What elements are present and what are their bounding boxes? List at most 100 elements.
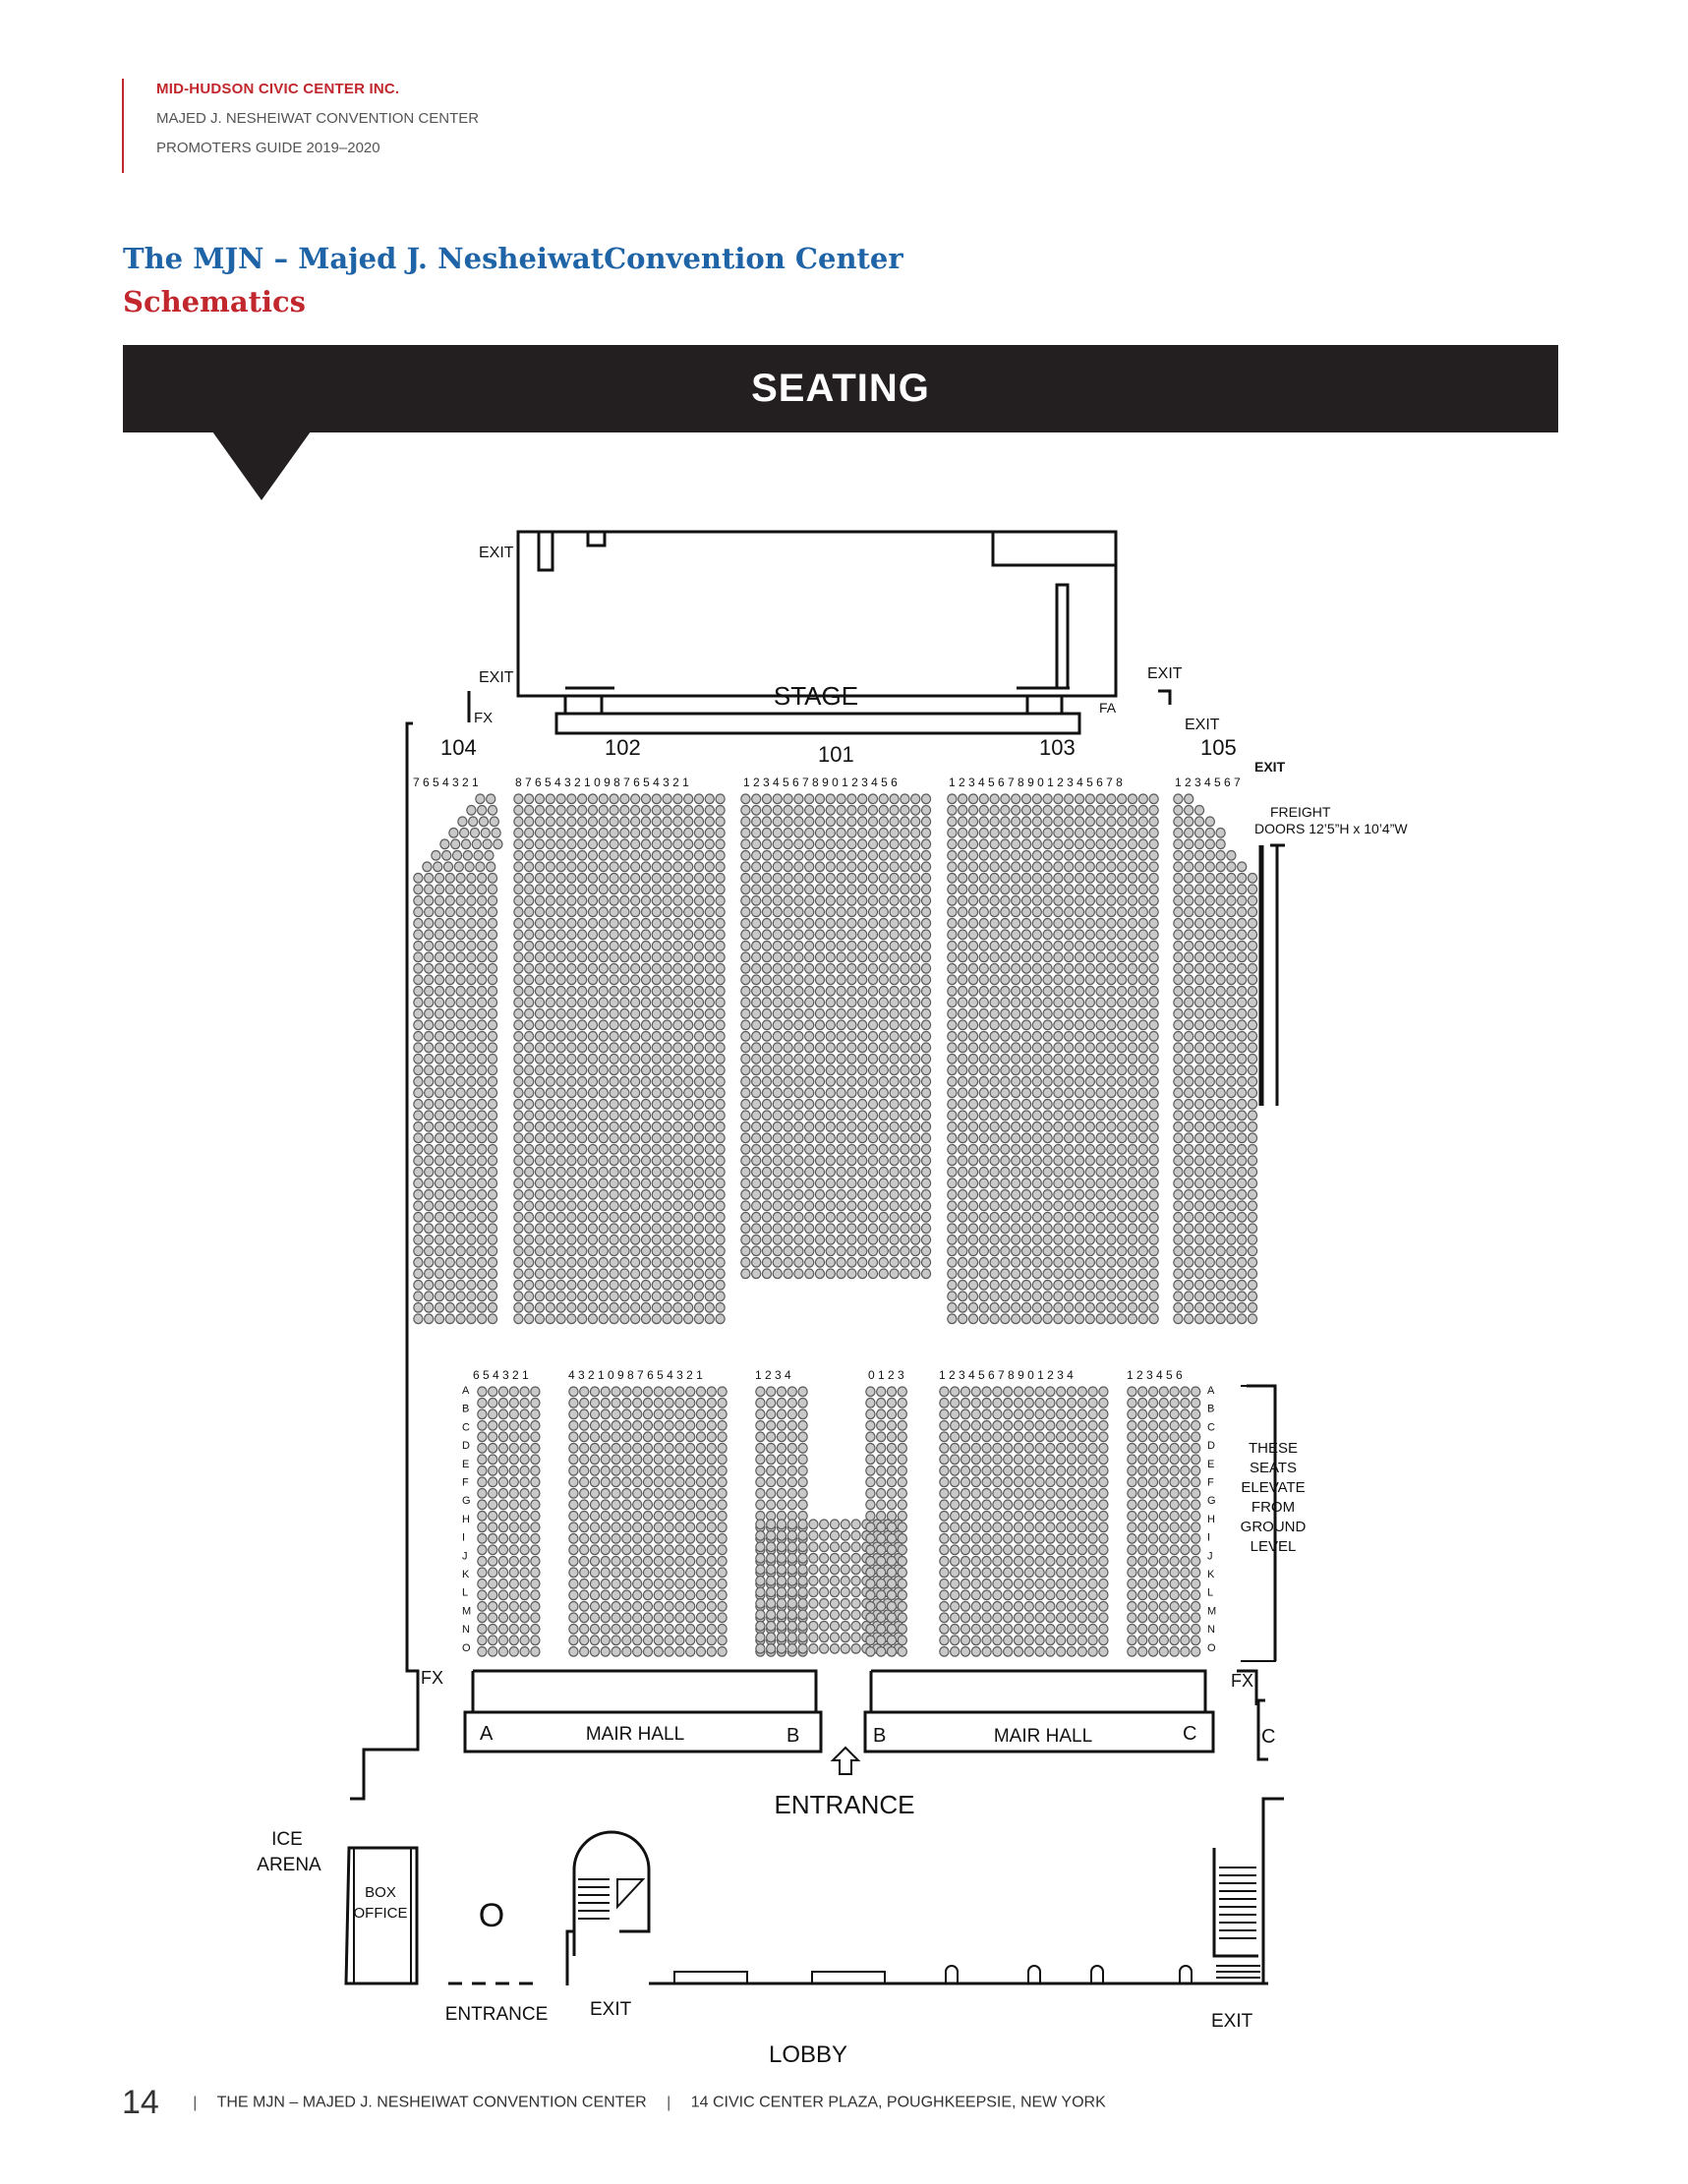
seat[interactable] [466, 1121, 477, 1132]
seat[interactable] [1226, 1178, 1237, 1189]
seat[interactable] [1173, 861, 1184, 873]
seat[interactable] [1087, 1487, 1098, 1499]
seat[interactable] [653, 1623, 665, 1635]
seat[interactable] [1148, 1256, 1159, 1268]
seat[interactable] [609, 1268, 619, 1280]
seat[interactable] [814, 1075, 826, 1087]
seat[interactable] [642, 1589, 654, 1601]
seat[interactable] [545, 1211, 556, 1223]
seat[interactable] [967, 1143, 979, 1155]
seat[interactable] [958, 1087, 968, 1099]
seat[interactable] [1020, 1200, 1032, 1212]
seat[interactable] [1087, 1408, 1098, 1420]
seat[interactable] [865, 1532, 876, 1544]
seat[interactable] [1074, 1211, 1085, 1223]
seat[interactable] [1247, 1291, 1258, 1302]
seat[interactable] [706, 1476, 718, 1488]
seat[interactable] [577, 804, 588, 816]
seat[interactable] [900, 816, 910, 828]
seat[interactable] [939, 1465, 950, 1476]
seat[interactable] [534, 1053, 546, 1064]
seat[interactable] [424, 951, 435, 963]
seat[interactable] [878, 1007, 890, 1019]
seat[interactable] [920, 940, 932, 951]
seat[interactable] [424, 1098, 435, 1110]
seat[interactable] [619, 1075, 630, 1087]
seat[interactable] [1148, 1132, 1159, 1144]
seat[interactable] [900, 974, 910, 986]
seat[interactable] [630, 884, 641, 895]
seat[interactable] [434, 1178, 445, 1189]
seat[interactable] [455, 917, 466, 929]
seat[interactable] [793, 1121, 804, 1132]
seat[interactable] [1226, 906, 1237, 918]
seat[interactable] [865, 1510, 876, 1522]
seat[interactable] [761, 1166, 773, 1178]
seat[interactable] [819, 1575, 830, 1586]
seat[interactable] [829, 1564, 841, 1576]
seat[interactable] [513, 1042, 524, 1054]
seat[interactable] [513, 1007, 524, 1019]
seat[interactable] [1002, 1465, 1014, 1476]
seat[interactable] [651, 1007, 663, 1019]
seat[interactable] [1010, 861, 1021, 873]
seat[interactable] [939, 1522, 950, 1533]
seat[interactable] [486, 861, 496, 873]
seat[interactable] [651, 1087, 663, 1099]
seat[interactable] [566, 1143, 577, 1155]
seat[interactable] [619, 1200, 630, 1212]
seat[interactable] [519, 1476, 530, 1488]
seat[interactable] [640, 1188, 652, 1200]
seat[interactable] [850, 1620, 861, 1632]
seat[interactable] [621, 1600, 632, 1612]
seat[interactable] [695, 1578, 707, 1589]
seat[interactable] [524, 884, 535, 895]
seat[interactable] [715, 872, 726, 884]
seat[interactable] [704, 838, 716, 850]
seat[interactable] [651, 1279, 663, 1291]
seat[interactable] [939, 1635, 950, 1646]
seat[interactable] [662, 1110, 672, 1121]
seat[interactable] [587, 1155, 599, 1167]
seat[interactable] [693, 1301, 705, 1313]
seat[interactable] [889, 1030, 900, 1042]
seat[interactable] [1002, 1499, 1014, 1511]
seat[interactable] [695, 1645, 707, 1657]
seat[interactable] [1031, 1132, 1043, 1144]
seat[interactable] [910, 1178, 921, 1189]
seat[interactable] [950, 1510, 960, 1522]
seat[interactable] [695, 1408, 707, 1420]
seat[interactable] [630, 1053, 641, 1064]
seat[interactable] [513, 1121, 524, 1132]
seat[interactable] [846, 940, 857, 951]
seat[interactable] [1084, 962, 1096, 974]
seat[interactable] [1023, 1419, 1035, 1431]
seat[interactable] [706, 1397, 718, 1408]
seat[interactable] [672, 917, 683, 929]
seat[interactable] [1137, 1155, 1149, 1167]
seat[interactable] [1148, 872, 1159, 884]
seat[interactable] [970, 1454, 982, 1466]
seat[interactable] [1147, 1442, 1159, 1454]
seat[interactable] [772, 1155, 784, 1167]
seat[interactable] [1098, 1408, 1109, 1420]
seat[interactable] [1002, 1454, 1014, 1466]
seat[interactable] [513, 1110, 524, 1121]
seat[interactable] [978, 929, 990, 941]
seat[interactable] [704, 1064, 716, 1076]
seat[interactable] [519, 1454, 530, 1466]
seat[interactable] [455, 1155, 466, 1167]
seat[interactable] [715, 929, 726, 941]
seat[interactable] [878, 1200, 890, 1212]
seat[interactable] [740, 940, 751, 951]
seat[interactable] [766, 1419, 777, 1431]
seat[interactable] [1127, 1301, 1138, 1313]
seat[interactable] [672, 1155, 683, 1167]
seat[interactable] [808, 1609, 819, 1621]
seat[interactable] [413, 1178, 424, 1189]
seat[interactable] [662, 793, 672, 805]
seat[interactable] [488, 1532, 498, 1544]
seat[interactable] [431, 849, 441, 861]
seat[interactable] [534, 951, 546, 963]
seat[interactable] [886, 1386, 898, 1398]
